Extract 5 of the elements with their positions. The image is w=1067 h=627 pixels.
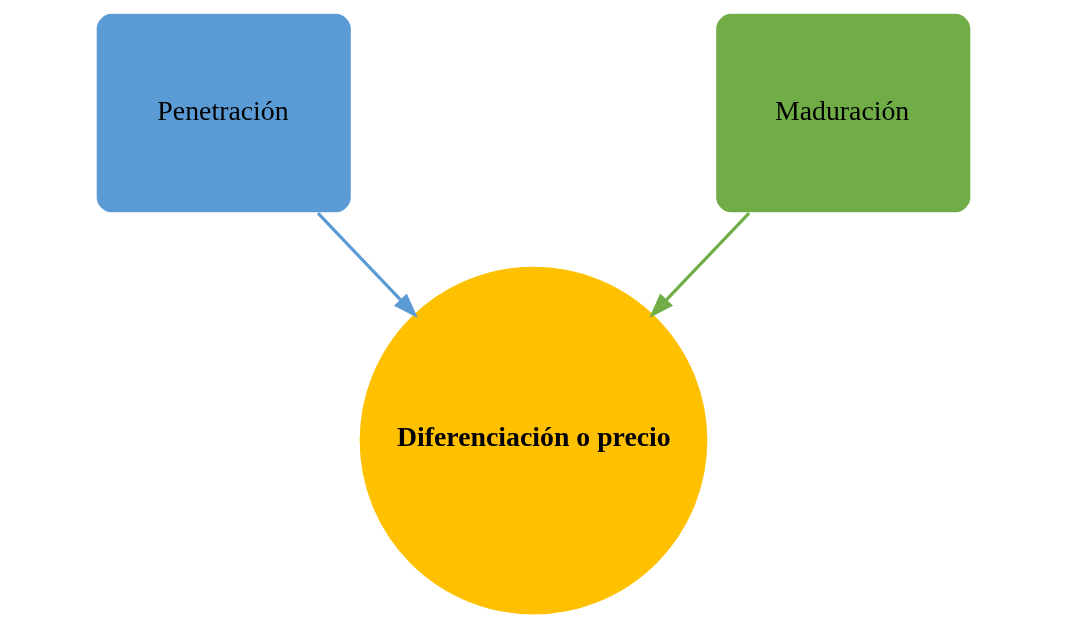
node-box: Maduración xyxy=(714,12,972,214)
arrow xyxy=(649,212,751,318)
arrow xyxy=(316,212,418,318)
node-circle: Diferenciación o precio xyxy=(359,266,708,615)
node-box: Penetración xyxy=(95,12,353,214)
